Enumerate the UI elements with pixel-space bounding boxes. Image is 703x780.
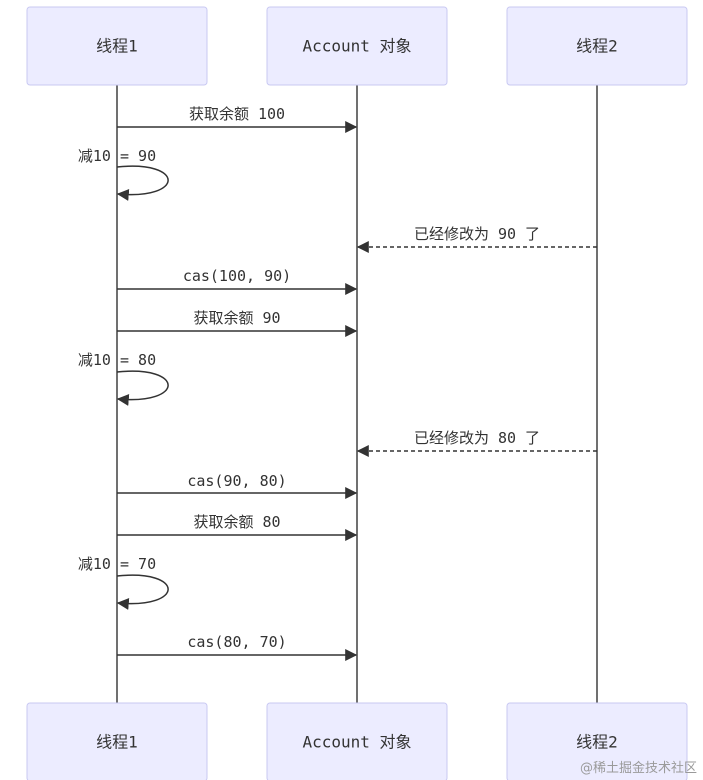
message-label: cas(80, 70): [187, 633, 286, 651]
message-subtract-80: 减10 = 80: [78, 351, 169, 406]
message-label: cas(100, 90): [183, 267, 291, 285]
self-loop-arrow: [116, 574, 169, 610]
message-cas-100-90: cas(100, 90): [117, 267, 358, 295]
participant-label: 线程1: [96, 733, 138, 752]
participant-label: 线程2: [576, 37, 618, 56]
message-label: cas(90, 80): [187, 472, 286, 490]
message-subtract-90: 减10 = 90: [78, 147, 169, 201]
watermark-text: @稀土掘金技术社区: [580, 760, 697, 776]
participant-top-account: Account 对象: [266, 6, 448, 86]
participant-label: 线程2: [576, 733, 618, 752]
message-get-balance-80: 获取余额 80: [117, 513, 358, 541]
message-cas-80-70: cas(80, 70): [117, 633, 358, 661]
participant-top-thread1: 线程1: [26, 6, 208, 86]
participant-top-thread2: 线程2: [506, 6, 688, 86]
self-loop-arrow: [116, 165, 169, 201]
message-label: 减10 = 70: [78, 555, 156, 573]
message-subtract-70: 减10 = 70: [78, 555, 169, 610]
message-label: 减10 = 90: [78, 147, 156, 165]
message-cas-90-80: cas(90, 80): [117, 472, 358, 499]
message-label: 已经修改为 80 了: [414, 429, 540, 447]
participant-label: Account 对象: [302, 37, 411, 56]
message-get-balance-100: 获取余额 100: [117, 105, 358, 133]
message-label: 减10 = 80: [78, 351, 156, 369]
participant-label: 线程1: [96, 37, 138, 56]
message-label: 获取余额 100: [189, 105, 285, 123]
self-loop-arrow: [116, 370, 169, 406]
message-label: 获取余额 90: [193, 309, 280, 327]
participant-bottom-thread2: 线程2: [506, 702, 688, 780]
message-modified-80: 已经修改为 80 了: [356, 429, 597, 457]
message-modified-90: 已经修改为 90 了: [356, 225, 597, 253]
participant-bottom-account: Account 对象: [266, 702, 448, 780]
message-label: 获取余额 80: [193, 513, 280, 531]
message-get-balance-90: 获取余额 90: [117, 309, 358, 337]
participant-bottom-thread1: 线程1: [26, 702, 208, 780]
message-label: 已经修改为 90 了: [414, 225, 540, 243]
participant-label: Account 对象: [302, 733, 411, 752]
